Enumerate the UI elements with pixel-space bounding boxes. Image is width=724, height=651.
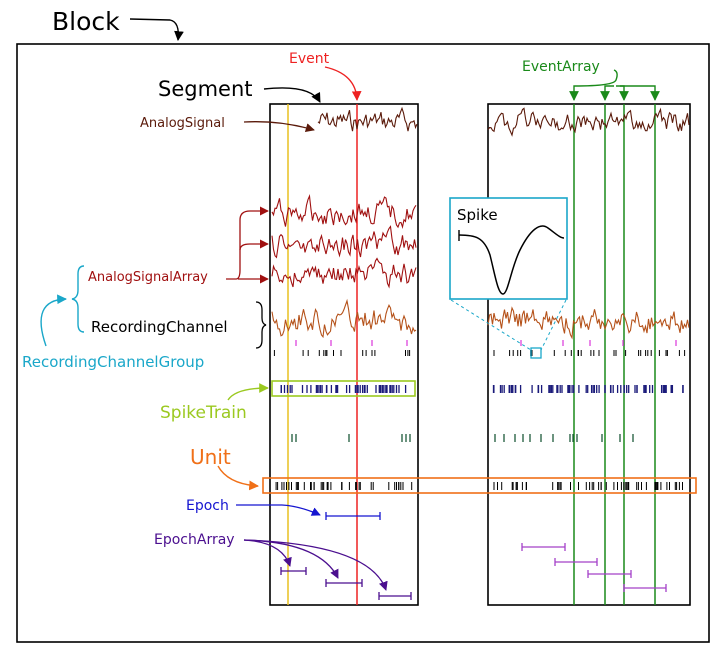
spike-train-ticks-left [280,385,407,393]
magenta-ticks-left [295,340,408,346]
event-arrow [324,66,362,101]
black-ticks-right [493,350,686,356]
epoch-array-bars-right [521,543,667,592]
segment-frame-left [269,103,419,606]
unit-arrow [217,465,259,491]
epoch-bar [325,512,381,520]
segment-frame-right [487,103,691,606]
epoch-label: Epoch [186,498,229,514]
analog-signal-trace-right [487,107,690,137]
analog-signal-array-trace-1 [271,194,417,229]
spike-train-label: SpikeTrain [160,403,247,423]
spike-zoom-box [530,347,542,359]
recording-channel-label: RecordingChannel [91,318,228,336]
event-array-label: EventArray [522,59,600,75]
spike-waveform [458,225,565,295]
epoch-arrow [236,504,321,516]
event-array-lines [573,104,656,605]
analog-signal-arrow [243,121,315,133]
event-array-bracket [569,69,660,101]
spike-inset: Spike [449,197,568,359]
analog-signal-label: AnalogSignal [140,116,225,131]
recording-channel-trace-right [487,306,690,340]
block-label: Block [52,7,120,36]
spike-train-arrow [227,383,269,401]
analog-signal-trace-left [317,106,418,132]
analog-signal-array-trace-2 [271,225,417,259]
epoch-array-bars-left [280,567,412,600]
segment-label: Segment [158,77,253,101]
unit-highlight [262,477,697,494]
recording-channel-group-label: RecordingChannelGroup [22,353,204,371]
dark-green-ticks-right [494,434,634,442]
analog-signal-array-trace-3 [271,257,417,289]
unit-ticks-right [493,482,683,490]
analog-signal-array-label: AnalogSignalArray [88,270,208,285]
analog-signal-array-arrows [226,206,269,284]
black-ticks-left [273,350,411,356]
block-arrow [129,18,184,41]
epoch-array-arrows [243,539,388,591]
unit-label: Unit [190,445,231,469]
magenta-ticks-right [520,340,677,346]
event-label: Event [289,51,330,67]
recording-channel-group-arrow [40,294,67,347]
spike-label: Spike [457,206,498,224]
unit-ticks-left [275,482,413,490]
recording-channel-brace [255,301,267,349]
recording-channel-trace-left [271,298,417,339]
spike-train-highlight [271,380,416,397]
recording-channel-group-brace [71,265,85,333]
dark-green-ticks-left [291,434,411,442]
block-frame [16,43,710,643]
segment-arrow [263,87,321,103]
spike-train-ticks-right [492,385,684,393]
epoch-array-label: EpochArray [154,532,235,548]
